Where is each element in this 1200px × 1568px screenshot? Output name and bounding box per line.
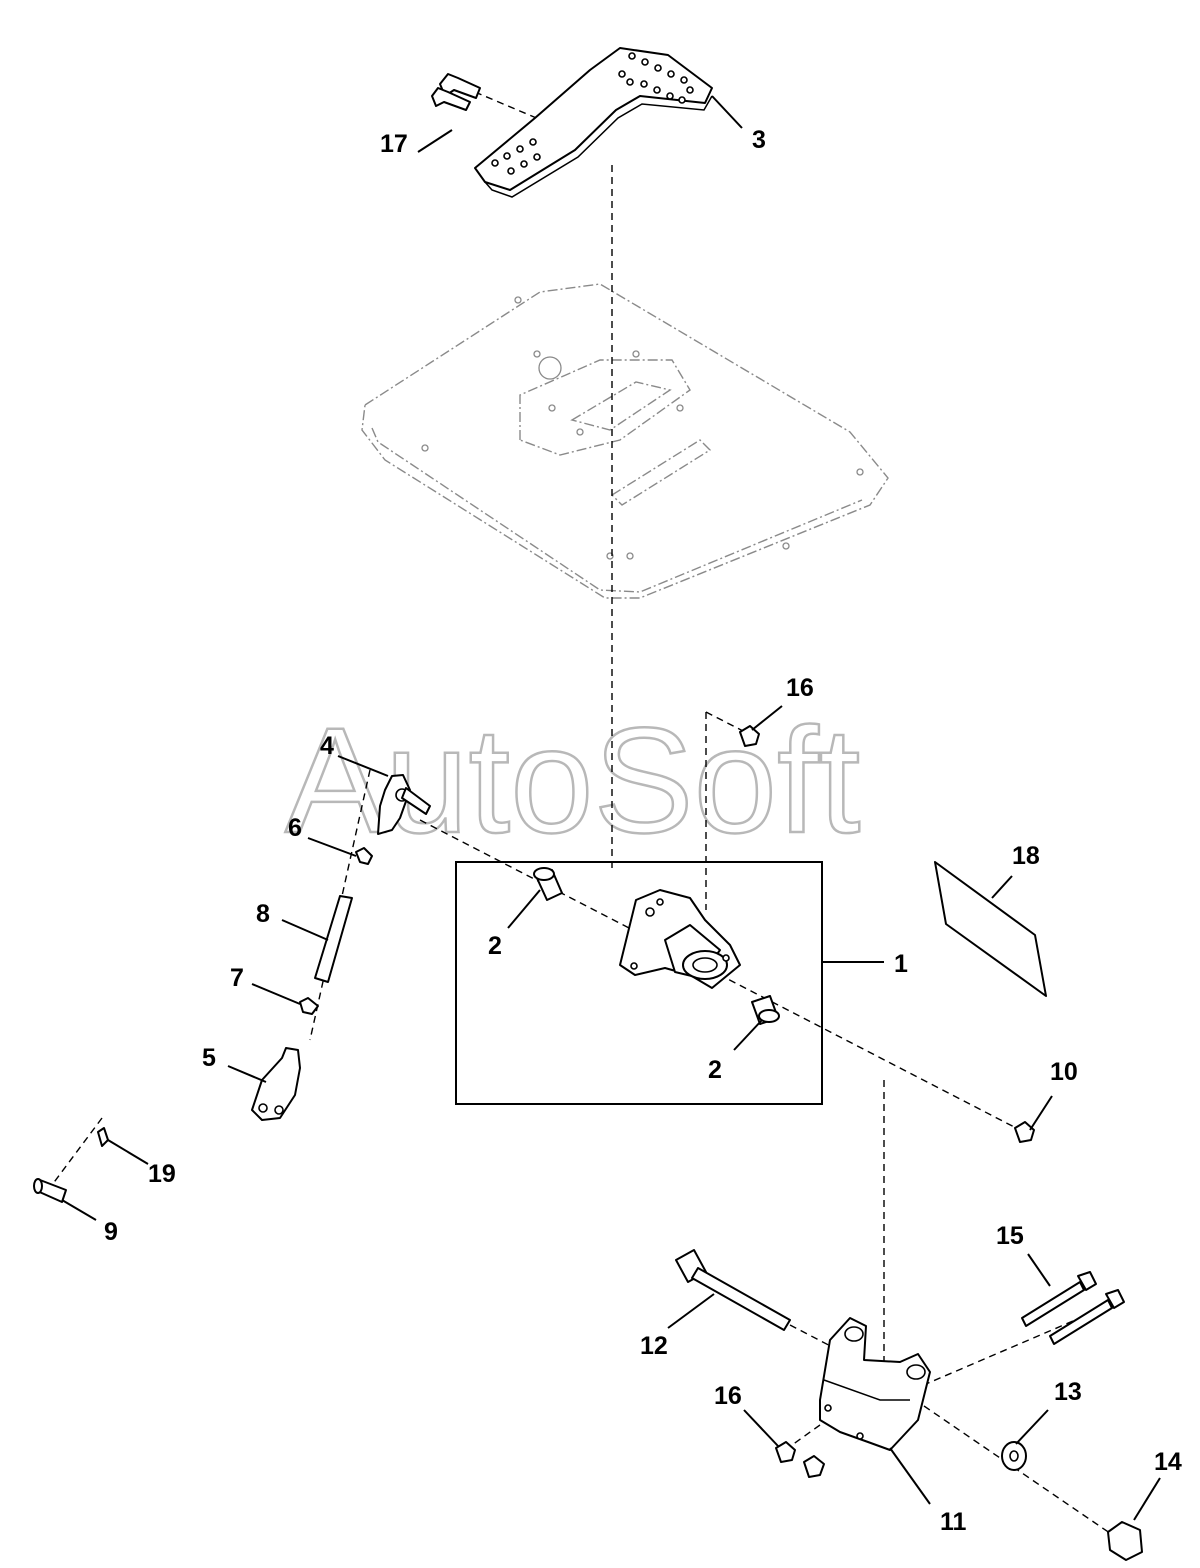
- assembly-1-frame: [455, 861, 823, 1105]
- bushing-upper: [533, 867, 563, 901]
- callout-15: 15: [996, 1222, 1024, 1250]
- bolt-17: [431, 73, 481, 111]
- callout-4: 4: [320, 732, 334, 760]
- clevis-pin-9: [33, 1178, 67, 1203]
- bolt-12: [675, 1249, 791, 1331]
- decal-18: [934, 861, 1047, 997]
- nut-7: [299, 997, 319, 1015]
- callout-16-upper: 16: [786, 674, 814, 702]
- callout-8: 8: [256, 900, 270, 928]
- nut-6: [355, 847, 373, 865]
- callout-19: 19: [148, 1160, 176, 1188]
- locknut-10: [1014, 1121, 1035, 1143]
- locknut-16-upper: [739, 725, 760, 747]
- bushing-lower: [751, 995, 780, 1025]
- callout-12: 12: [640, 1332, 668, 1360]
- callout-9: 9: [104, 1218, 118, 1246]
- callout-5: 5: [202, 1044, 216, 1072]
- callout-6: 6: [288, 814, 302, 842]
- callout-13: 13: [1054, 1378, 1082, 1406]
- watermark: AutoSoft: [285, 696, 860, 864]
- washer-13: [1001, 1441, 1027, 1471]
- rod-end-4: [377, 774, 431, 835]
- callout-3: 3: [752, 126, 766, 154]
- pivot-bracket: [619, 889, 741, 989]
- clevis-5: [251, 1047, 301, 1121]
- callout-2-upper: 2: [488, 932, 502, 960]
- callout-7: 7: [230, 964, 244, 992]
- pedal-plate: [474, 47, 713, 198]
- callout-14: 14: [1154, 1448, 1182, 1476]
- callout-2-lower: 2: [708, 1056, 722, 1084]
- locknut-lower-2: [803, 1455, 825, 1478]
- callout-17: 17: [380, 130, 408, 158]
- callout-10: 10: [1050, 1058, 1078, 1086]
- floor-plate-phantom: [361, 283, 889, 599]
- callout-labels: 17 3 1 2 2 4 6 8 7 5 19 9 10 11 12 13 14…: [104, 126, 1182, 1536]
- threaded-rod: [314, 895, 353, 983]
- clip-19: [97, 1127, 109, 1147]
- nut-14: [1107, 1521, 1143, 1561]
- locknut-16-lower: [775, 1441, 796, 1463]
- mount-bracket-11: [819, 1317, 931, 1451]
- callout-11: 11: [940, 1508, 967, 1536]
- callout-leaders: [61, 95, 1161, 1521]
- callout-18: 18: [1012, 842, 1040, 870]
- callout-16-lower: 16: [714, 1382, 742, 1410]
- callout-1: 1: [894, 950, 908, 978]
- bolt-15: [1021, 1271, 1125, 1345]
